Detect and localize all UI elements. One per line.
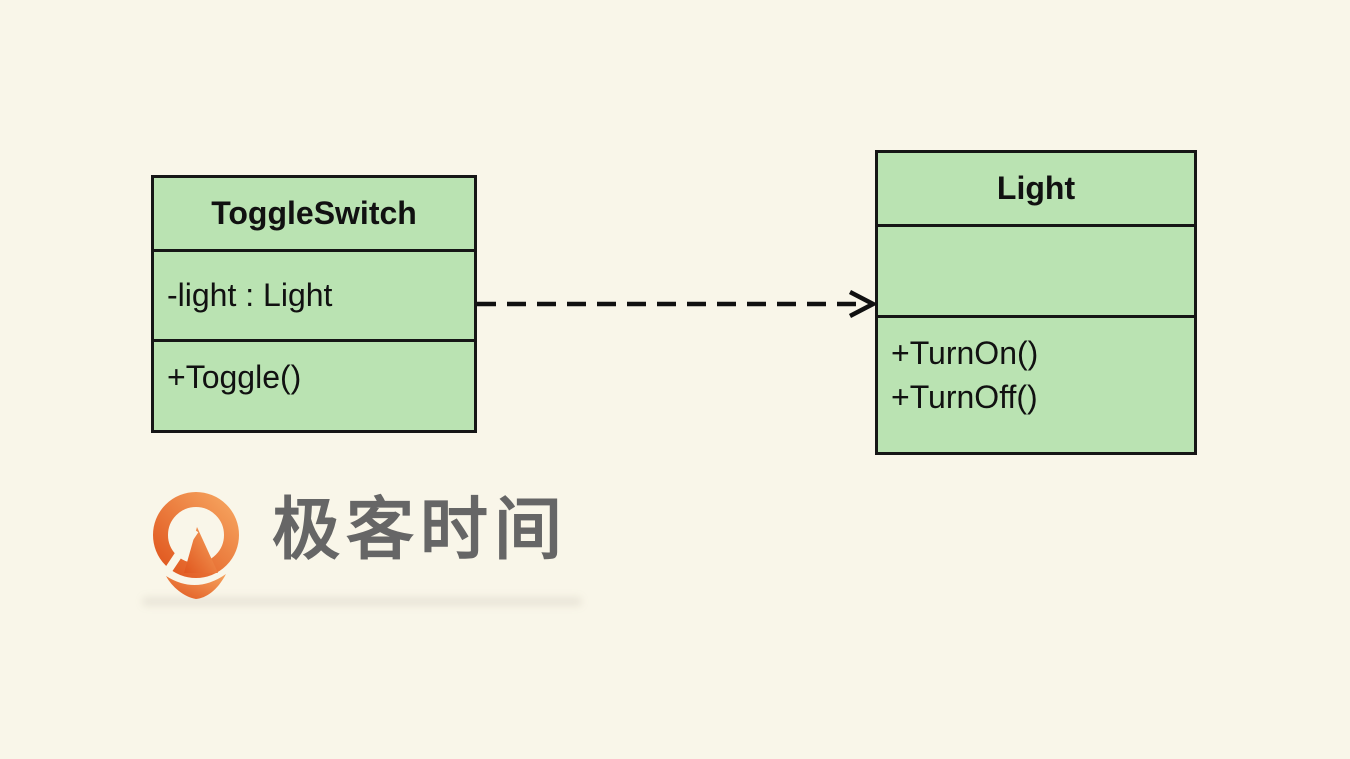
class-box-toggleswitch: ToggleSwitch -light : Light +Toggle() (151, 175, 477, 433)
logo-gap-cut (155, 527, 199, 587)
open-arrowhead-icon (848, 290, 877, 318)
geektime-logo: 极客时间 (146, 487, 568, 602)
method-row: +TurnOff() (891, 379, 1038, 416)
method-row: +TurnOn() (891, 335, 1039, 371)
method-row: +Toggle() (167, 359, 302, 395)
logo-pin-smile (166, 574, 226, 599)
attributes-section: -light : Light (154, 252, 474, 342)
methods-section: +Toggle() (154, 342, 474, 399)
geektime-pin-icon (153, 492, 239, 599)
attribute-row: -light : Light (167, 277, 333, 313)
dependency-arrow (477, 290, 877, 318)
logo-shadow (142, 597, 582, 606)
class-name: Light (878, 153, 1194, 227)
methods-section: +TurnOn() +TurnOff() (878, 318, 1194, 419)
class-box-light: Light +TurnOn() +TurnOff() (875, 150, 1197, 455)
class-name: ToggleSwitch (154, 178, 474, 252)
logo-needle (184, 527, 218, 573)
geektime-logo-text: 极客时间 (272, 492, 569, 568)
attributes-section (878, 227, 1194, 318)
